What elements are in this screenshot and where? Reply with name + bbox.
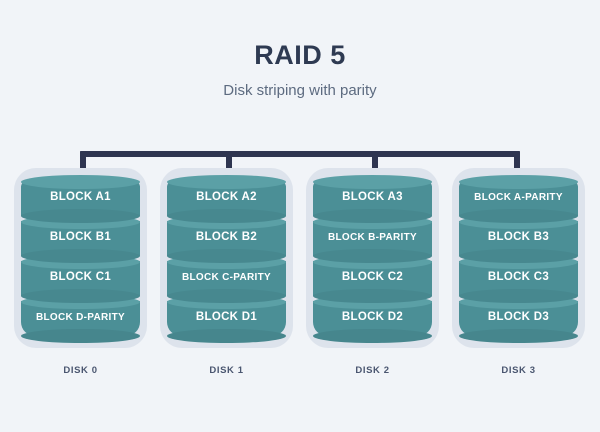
- block-label: BLOCK C3: [487, 271, 550, 284]
- block-label: BLOCK D-PARITY: [35, 312, 125, 323]
- block-bottom-ellipse: [167, 289, 286, 303]
- bus-drop-disk-3: [514, 151, 520, 183]
- block-label: BLOCK C2: [341, 271, 404, 284]
- block-bottom-ellipse: [459, 329, 578, 343]
- block-bottom-ellipse: [459, 209, 578, 223]
- block-bottom-ellipse: [459, 289, 578, 303]
- controller-bus-line: [80, 151, 520, 157]
- block-top-ellipse: [313, 175, 432, 189]
- block-bottom-ellipse: [313, 329, 432, 343]
- block-bottom-ellipse: [21, 249, 140, 263]
- block-bottom-ellipse: [21, 209, 140, 223]
- block-bottom-ellipse: [167, 249, 286, 263]
- disk-block[interactable]: BLOCK A1: [21, 175, 140, 223]
- disk-block-list: BLOCK A1 BLOCK B1 BLOCK C1 BLOCK D-PARITY: [21, 175, 140, 343]
- bus-drop-disk-2: [372, 151, 378, 183]
- disk-block[interactable]: BLOCK A-PARITY: [459, 175, 578, 223]
- disk-block[interactable]: BLOCK B-PARITY: [313, 215, 432, 263]
- block-label: BLOCK B2: [195, 231, 258, 244]
- disk-block-list: BLOCK A3 BLOCK B-PARITY BLOCK C2 BLOCK D2: [313, 175, 432, 343]
- block-bottom-ellipse: [459, 249, 578, 263]
- block-label: BLOCK A2: [196, 191, 257, 204]
- block-label: BLOCK D3: [487, 311, 550, 324]
- disk-caption-1: DISK 1: [209, 365, 244, 376]
- block-bottom-ellipse: [313, 289, 432, 303]
- disk-caption-3: DISK 3: [501, 365, 536, 376]
- page-title: RAID 5: [254, 40, 346, 70]
- block-label: BLOCK B3: [487, 231, 550, 244]
- block-bottom-ellipse: [313, 209, 432, 223]
- disk-block[interactable]: BLOCK B3: [459, 215, 578, 263]
- disk-block-list: BLOCK A2 BLOCK B2 BLOCK C-PARITY BLOCK D1: [167, 175, 286, 343]
- block-bottom-ellipse: [167, 329, 286, 343]
- block-top-ellipse: [459, 175, 578, 189]
- bus-drop-disk-0: [80, 151, 86, 183]
- disk-block-list: BLOCK A-PARITY BLOCK B3 BLOCK C3 BLOCK D3: [459, 175, 578, 343]
- block-label: BLOCK C1: [49, 271, 112, 284]
- block-bottom-ellipse: [313, 249, 432, 263]
- block-bottom-ellipse: [167, 209, 286, 223]
- block-label: BLOCK D1: [195, 311, 258, 324]
- block-label: BLOCK A1: [50, 191, 111, 204]
- disk-block[interactable]: BLOCK A2: [167, 175, 286, 223]
- disk-caption-0: DISK 0: [63, 365, 98, 376]
- bus-drop-disk-1: [226, 151, 232, 183]
- page-subtitle: Disk striping with parity: [223, 82, 377, 99]
- block-label: BLOCK D2: [341, 311, 404, 324]
- block-label: BLOCK C-PARITY: [181, 272, 271, 283]
- block-bottom-ellipse: [21, 289, 140, 303]
- block-top-ellipse: [167, 175, 286, 189]
- block-bottom-ellipse: [21, 329, 140, 343]
- block-top-ellipse: [21, 175, 140, 189]
- disk-block[interactable]: BLOCK A3: [313, 175, 432, 223]
- block-label: BLOCK A-PARITY: [474, 192, 563, 203]
- block-label: BLOCK B1: [49, 231, 112, 244]
- disk-caption-2: DISK 2: [355, 365, 390, 376]
- block-label: BLOCK A3: [342, 191, 403, 204]
- block-label: BLOCK B-PARITY: [327, 232, 417, 243]
